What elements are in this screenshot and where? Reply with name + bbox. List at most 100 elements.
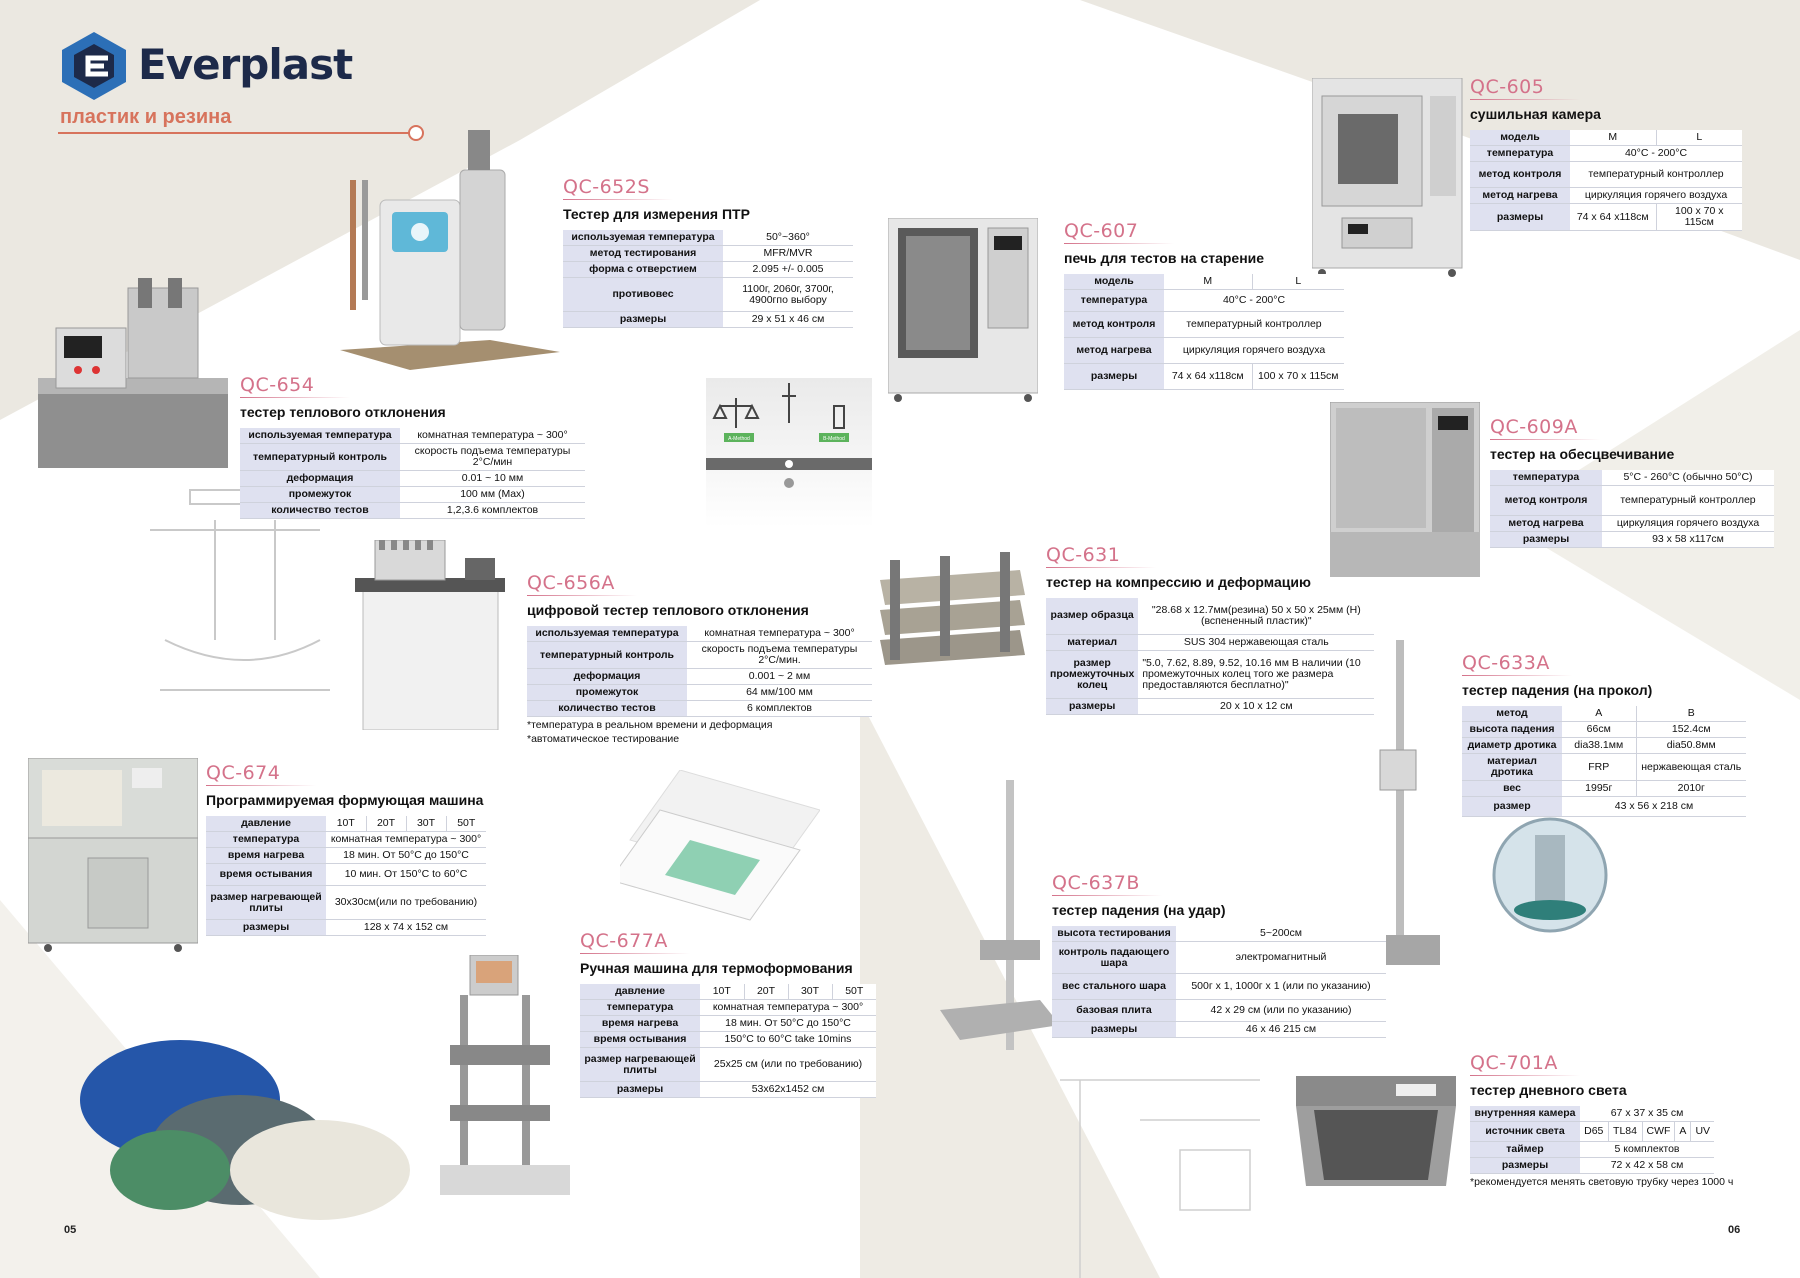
product-code-rule	[1462, 675, 1572, 676]
spec-key: размер нагревающей плиты	[206, 885, 326, 920]
product-qc654: QC-654 тестер теплового отклонения испол…	[240, 374, 585, 519]
spec-row: размеры 74 x 64 x118см 100 x 70 x 115см	[1470, 203, 1742, 231]
qc677a-machine-image	[440, 955, 570, 1195]
spec-key: размеры	[1052, 1021, 1176, 1038]
spec-value: 93 x 58 x117см	[1602, 531, 1774, 548]
product-name: Тестер для измерения ПТР	[563, 206, 750, 222]
pressure-option: 50T	[831, 984, 876, 1000]
product-name: тестер падения (на прокол)	[1462, 682, 1653, 698]
light-source-option: D65	[1580, 1121, 1608, 1142]
spec-value: 20 x 10 x 12 см	[1138, 698, 1375, 715]
spec-value: 1,2,3.6 комплектов	[400, 502, 585, 519]
spec-value: "5.0, 7.62, 8.89, 9.52, 10.16 мм В налич…	[1138, 650, 1375, 699]
product-code-rule	[1052, 895, 1162, 896]
spec-value: циркуляция горячего воздуха	[1570, 187, 1742, 204]
spec-row: внутренняя камера 67 x 37 x 35 см	[1470, 1106, 1715, 1122]
spec-key: размеры	[1046, 698, 1139, 715]
spec-key: размеры	[1470, 1157, 1580, 1174]
spec-header-row: давление 10T 20T 30T 50T	[580, 984, 876, 1000]
spec-key: внутренняя камера	[1470, 1106, 1580, 1122]
product-qc652s: QC-652S Тестер для измерения ПТР использ…	[563, 176, 853, 328]
product-code: QC-605	[1470, 76, 1545, 98]
spec-value: 500г x 1, 1000г x 1 (или по указанию)	[1176, 973, 1386, 1000]
spec-key: диаметр дротика	[1462, 737, 1562, 754]
model-option: L	[1655, 130, 1742, 146]
spec-key: размеры	[1470, 203, 1570, 231]
product-name: сушильная камера	[1470, 106, 1601, 122]
spec-key: температура	[1470, 145, 1570, 162]
product-name: Ручная машина для термоформования	[580, 960, 853, 976]
spec-key: время остывания	[206, 863, 326, 886]
spec-header-row: модель M L	[1064, 274, 1344, 290]
product-code-rule	[206, 785, 316, 786]
product-qc607: QC-607 печь для тестов на старение модел…	[1064, 220, 1344, 390]
spec-key: количество тестов	[527, 700, 687, 717]
pressure-option: 50T	[445, 816, 486, 832]
spec-value: 66см	[1562, 721, 1636, 738]
product-note: *автоматическое тестирование	[527, 733, 680, 745]
product-code: QC-701A	[1470, 1052, 1558, 1074]
qc701a-machine-image	[1296, 1076, 1456, 1186]
spec-value: 25x25 см (или по требованию)	[700, 1047, 876, 1082]
qc605-machine-image	[1312, 78, 1463, 277]
product-name: цифровой тестер теплового отклонения	[527, 602, 809, 618]
qc631-machine-image	[880, 552, 1025, 665]
product-code: QC-652S	[563, 176, 650, 198]
spec-key: температурный контроль	[527, 641, 687, 669]
spec-value: комнатная температура ~ 300°	[400, 428, 585, 444]
pressure-option: 10T	[326, 816, 366, 832]
spec-value: 67 x 37 x 35 см	[1580, 1106, 1715, 1122]
spec-value: комнатная температура ~ 300°	[687, 626, 872, 642]
spec-key: давление	[580, 984, 700, 1000]
spec-key: используемая температура	[527, 626, 687, 642]
spec-value: 2010г	[1635, 780, 1746, 797]
spec-value: 18 мин. От 50°С до 150°С	[326, 847, 486, 864]
spec-key: размеры	[1064, 363, 1164, 390]
product-code: QC-654	[240, 374, 315, 396]
spec-key: время нагрева	[206, 847, 326, 864]
product-qc605: QC-605 сушильная камера модель M L темпе…	[1470, 76, 1742, 231]
spec-value: скорость подъема температуры 2°С/мин.	[687, 641, 872, 669]
spec-row: размеры 74 x 64 x118см 100 x 70 x 115см	[1064, 363, 1344, 390]
spec-value: 18 мин. От 50°С до 150°С	[700, 1015, 876, 1032]
spec-key: метод нагрева	[1490, 515, 1602, 532]
method-option: B	[1635, 706, 1746, 722]
brand-header: Everplast пластик и резина	[58, 26, 478, 146]
product-qc631: QC-631 тестер на компрессию и деформацию…	[1046, 544, 1375, 715]
spec-value: 64 мм/100 мм	[687, 684, 872, 701]
product-code-rule	[1046, 567, 1156, 568]
spec-header-row: метод A B	[1462, 706, 1746, 722]
spec-key: метод нагрева	[1064, 337, 1164, 364]
spec-key: промежуток	[527, 684, 687, 701]
sample-plates-image	[620, 770, 820, 921]
spec-value: 2.095 +/- 0.005	[723, 261, 853, 278]
spec-value: 42 x 29 см (или по указанию)	[1176, 999, 1386, 1022]
spec-key: метод нагрева	[1470, 187, 1570, 204]
spec-value: MFR/MVR	[723, 245, 853, 262]
product-qc656a: QC-656A цифровой тестер теплового отклон…	[527, 572, 872, 745]
spec-key: размер	[1462, 796, 1562, 817]
spec-value: 74 x 64 x118см	[1164, 363, 1252, 390]
spec-key: высота падения	[1462, 721, 1562, 738]
spec-table: внутренняя камера 67 x 37 x 35 см источн…	[1470, 1106, 1715, 1174]
